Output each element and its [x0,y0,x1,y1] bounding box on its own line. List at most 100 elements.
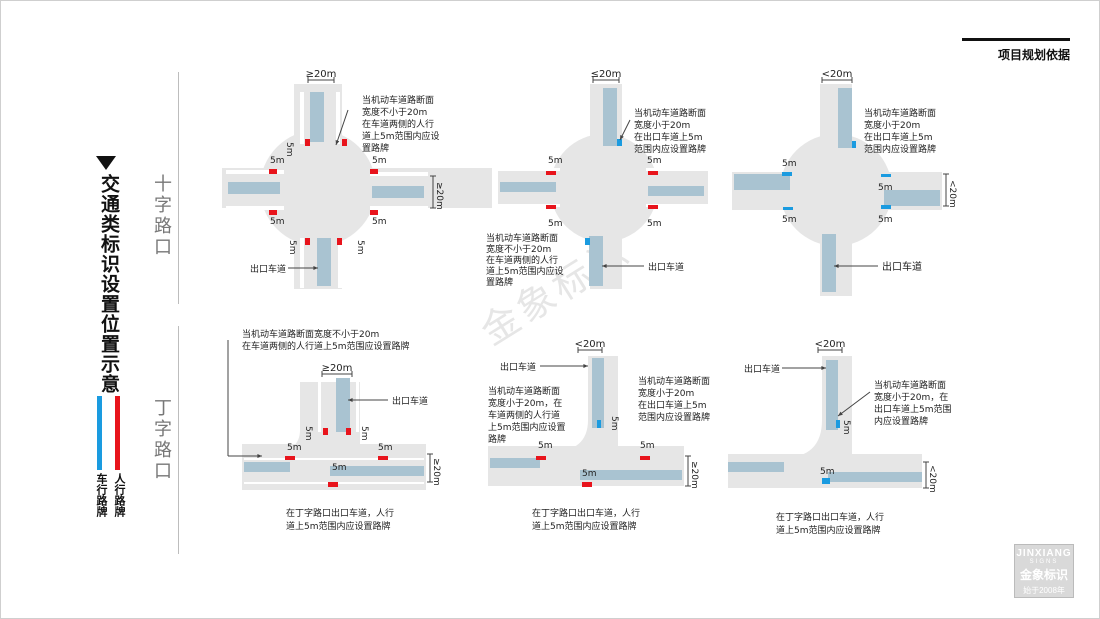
t2-note-line-0: 当机动车道路断面 [488,385,560,397]
c1-note-line-1: 宽度不小于20m [362,106,427,118]
c1-dim-5m-w: 5m [270,156,285,166]
c3-note-line-0: 当机动车道路断面 [864,107,936,119]
t2-note-line-2: 车道两侧的人行道 [488,409,560,421]
t2-dim-5m-n: 5m [609,416,619,431]
c2-note-bottom-line-1: 宽度不小于20m [486,243,551,255]
t3-lane-north [826,360,838,430]
c1-exit-arrow-head [313,266,318,270]
c3-exit-label: 出口车道 [882,260,922,273]
c1-sidewalk-n-1 [336,92,340,144]
c1-junction-core [260,130,376,246]
t3-dim-5m: 5m [820,467,835,477]
t3-bottom-note-line-0: 在丁字路口出口车道，人行 [776,511,884,523]
c3-junction-core [780,134,892,246]
c1-note-line-4: 置路牌 [362,142,389,154]
c1-ped-sign-n1 [305,139,310,146]
c3-veh-sign-n [852,141,856,148]
t2-ped-sign-e [640,456,650,460]
c2-note-bottom-line-0: 当机动车道路断面 [486,232,558,244]
c1-note-line-3: 道上5m范围内应设 [362,130,440,142]
c3-dim-5m-e2: 5m [878,215,893,225]
c1-sidewalk-s-0 [300,238,304,288]
c3-width-dim-east-label: <20m [947,180,957,208]
t2-note-right-line-2: 在出口车道上5m [638,399,707,411]
c2-dim-5m-e2: 5m [647,219,662,229]
vehicle-sign-legend-label: 车行路牌 [95,473,108,517]
c2-lane-west [500,182,556,192]
section-divider-bottom [178,326,179,554]
c1-exit-label: 出口车道 [250,263,286,275]
t1-note-arrow-head [257,454,262,458]
c2-lane-north [603,88,617,146]
c2-exit-label: 出口车道 [648,261,684,273]
section-label-tjunction: 丁字路口 [151,398,172,482]
c3-lane-south [822,234,836,292]
t3-note-line-0: 当机动车道路断面 [874,379,946,391]
t3-dim-5m-n: 5m [841,420,851,435]
c1-note-line-2: 在车道两侧的人行 [362,118,434,130]
c1-note-arrow-shaft [335,109,349,146]
c3-lane-west [734,174,790,190]
t1-sidewalk-1 [356,382,359,432]
t2-width-dim-east-label: ≥20m [689,461,699,489]
c1-dim-5m-e2: 5m [372,217,387,227]
t2-note-line-3: 上5m范围内应设置 [488,421,566,433]
t3-width-dim-east-label: <20m [927,465,937,493]
section-label-crossroad: 十字路口 [151,174,172,258]
c1-dim-5m-n: 5m [284,142,294,157]
c3-lane-east [884,190,940,206]
c2-lane-east [648,186,704,196]
t1-dim-5m-e: 5m [378,443,393,453]
c2-note-top-line-2: 在出口车道上5m [634,131,703,143]
c2-note-bottom-line-3: 道上5m范围内应设 [486,265,564,277]
t3-exit-label: 出口车道 [744,363,780,375]
c1-lane-east [372,186,424,198]
c1-sidewalk-w-1 [226,206,284,210]
c1-ped-sign-s2 [337,238,342,245]
c1-note-arrow-head [335,140,340,145]
c1-sidewalk-w-0 [226,170,284,174]
t3-veh-sign-n [836,420,840,428]
c2-note-top-line-3: 范围内应设置路牌 [634,143,706,155]
c1-ped-sign-e2 [370,210,378,215]
c3-veh-sign-w [782,172,792,176]
c1-lane-north [310,92,324,142]
t1-exit-arrow-head [348,398,353,402]
c3-width-dim-label: <20m [822,69,853,80]
side-title: 交通类标识设置位置示意 [98,174,120,394]
c1-ped-sign-w1 [269,169,277,174]
c3-lane-north [838,88,852,148]
t2-note-line-1: 宽度小于20m，在 [488,397,562,409]
t3-note-line-1: 宽度小于20m，在 [874,391,948,403]
t2-note-right-line-0: 当机动车道路断面 [638,375,710,387]
c1-sidewalk-e-1 [370,206,428,210]
c2-dim-5m-e: 5m [647,156,662,166]
t2-corner-left [550,420,588,452]
c2-lane-south [589,236,603,286]
c3-dim-5m-w: 5m [782,159,797,169]
t2-dim-5m-w: 5m [538,441,553,451]
t3-corner-left [782,420,822,458]
t2-lane-east [580,470,682,480]
t3-note-line-2: 出口车道上5m范围 [874,403,952,415]
t2-veh-sign-n [597,420,601,428]
pedestrian-sign-legend-bar [115,396,120,470]
c2-note-top-line-0: 当机动车道路断面 [634,107,706,119]
t2-bottom-note-line-0: 在丁字路口出口车道，人行 [532,507,640,519]
c2-dim-5m-w: 5m [548,156,563,166]
t1-ped-sign-s [328,482,338,487]
t1-sidewalk-h-0 [244,458,424,460]
c2-ped-sign-w1 [546,171,556,175]
c2-junction-core [550,134,658,242]
c1-dim-5m-s: 5m [287,240,297,255]
t2-dim-5m-c: 5m [582,469,597,479]
c3-dim-5m-w2: 5m [782,215,797,225]
c2-veh-sign-n [617,139,622,146]
t3-note-line-3: 内应设置路牌 [874,415,928,427]
logo-text-cn: 金象标识 [1019,568,1068,582]
c1-lane-west [228,182,280,194]
t1-dim-5m-w: 5m [287,443,302,453]
vehicle-sign-legend-bar [97,396,102,470]
t2-ped-sign-s [582,482,592,487]
